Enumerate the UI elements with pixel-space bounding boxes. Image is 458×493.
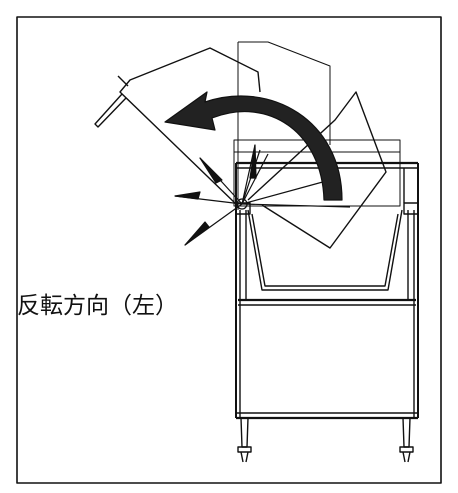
- diagram-border: [16, 16, 442, 484]
- rotation-arrow: [164, 91, 343, 201]
- pivot-lines: [174, 144, 351, 246]
- rotation-direction-label: 反転方向（左）: [17, 293, 178, 319]
- kettle-home: [247, 209, 403, 291]
- legs: [237, 417, 414, 463]
- cabinet: [235, 161, 419, 420]
- curved-arrow: [164, 91, 343, 201]
- kettle-upright: [233, 41, 401, 210]
- kettle-tilted: [94, 47, 261, 205]
